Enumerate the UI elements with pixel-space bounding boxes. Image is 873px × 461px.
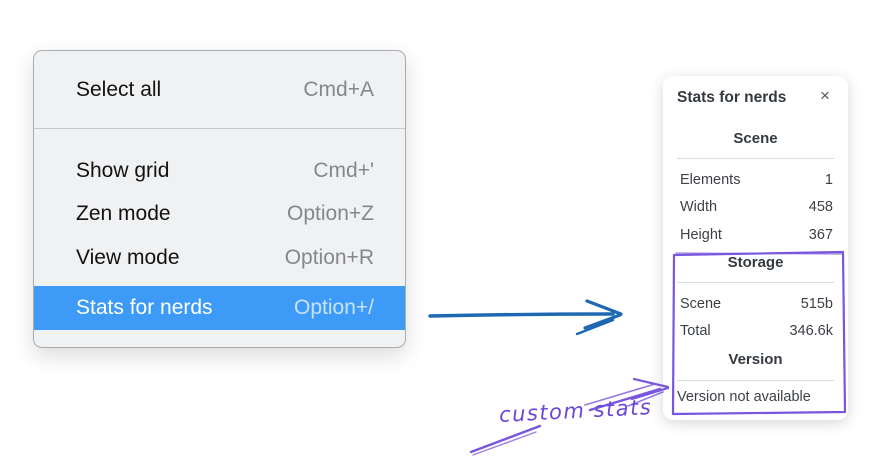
section-divider	[677, 380, 834, 381]
menu-item-label: Zen mode	[76, 202, 171, 225]
stat-label: Elements	[680, 171, 741, 188]
menu-item-shortcut: Cmd+A	[303, 78, 374, 101]
menu-item-shortcut: Cmd+'	[313, 159, 374, 182]
section-heading-version: Version	[728, 351, 783, 368]
menu-item-stats-for-nerds[interactable]: Stats for nerds Option+/	[34, 286, 405, 330]
menu-item-shortcut: Option+R	[284, 246, 374, 269]
stat-row-width: Width 458	[663, 193, 848, 220]
stat-value: 458	[808, 198, 833, 215]
stat-label: Scene	[680, 295, 722, 312]
stat-row-scene-storage: Scene 515b	[663, 290, 848, 317]
custom-stats-annotation-label: custom stats	[498, 395, 653, 427]
menu-item-view-mode[interactable]: View mode Option+R	[34, 236, 405, 280]
stat-row-elements: Elements 1	[663, 166, 848, 193]
menu-divider	[34, 128, 405, 129]
section-divider	[677, 282, 834, 283]
menu-item-label: View mode	[76, 246, 180, 269]
stat-label: Width	[680, 198, 718, 215]
menu-item-shortcut: Option+Z	[287, 202, 374, 225]
stat-value: 367	[808, 226, 833, 243]
menu-item-shortcut: Option+/	[294, 296, 374, 319]
context-menu: Select all Cmd+A Show grid Cmd+' Zen mod…	[33, 50, 406, 348]
stat-row-total-storage: Total 346.6k	[663, 317, 848, 344]
section-divider	[677, 158, 834, 159]
stat-value: 515b	[800, 295, 833, 312]
menu-item-label: Select all	[76, 78, 162, 101]
menu-item-label: Stats for nerds	[76, 296, 213, 319]
stat-label: Height	[680, 226, 722, 243]
menu-item-zen-mode[interactable]: Zen mode Option+Z	[34, 192, 405, 236]
version-note: Version not available	[677, 389, 811, 405]
stat-value: 346.6k	[789, 322, 833, 339]
stats-panel-title: Stats for nerds	[677, 89, 787, 106]
stats-panel: Stats for nerds × Scene Elements 1 Width…	[663, 76, 848, 420]
stat-row-height: Height 367	[663, 221, 848, 248]
stat-label: Total	[680, 322, 711, 339]
menu-item-select-all[interactable]: Select all Cmd+A	[34, 68, 405, 112]
close-icon[interactable]: ×	[820, 85, 830, 105]
section-heading-scene: Scene	[733, 130, 778, 147]
menu-item-show-grid[interactable]: Show grid Cmd+'	[34, 149, 405, 193]
arrow-right-icon	[428, 299, 623, 336]
menu-item-label: Show grid	[76, 159, 170, 182]
section-heading-storage: Storage	[727, 254, 784, 271]
stat-value: 1	[824, 171, 833, 188]
